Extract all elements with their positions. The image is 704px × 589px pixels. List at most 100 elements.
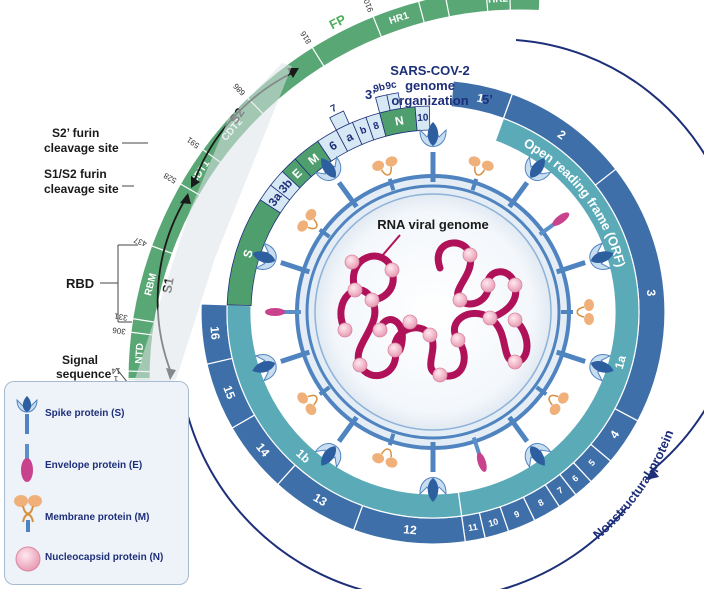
s1s2-cleavage-line1: S1/S2 furin	[44, 167, 107, 181]
nucleocapsid-protein	[482, 310, 498, 326]
rbd-label: RBD	[66, 276, 94, 291]
signal-sequence-line1: Signal	[62, 353, 98, 367]
spike-protein	[555, 349, 614, 382]
spike-proteins	[252, 122, 614, 502]
spike-tick-437	[145, 243, 173, 255]
rna-label-leader	[381, 234, 401, 257]
nucleocapsid-protein	[402, 314, 418, 330]
nucleocapsid-protein	[507, 354, 523, 370]
nsp-label-10: 10	[487, 516, 499, 528]
spike-protein	[507, 155, 552, 209]
nsp-label-1: 1	[476, 91, 486, 106]
spike-protein	[419, 442, 447, 502]
nucleocapsid-protein	[507, 277, 523, 293]
spike-tick-985	[417, 0, 425, 23]
s2-arrowhead-bottom	[191, 176, 200, 188]
legend-spike-label: Spike protein (S)	[45, 408, 125, 419]
structural-label-9c: 9c	[385, 79, 398, 92]
nucleocapsid-protein	[422, 327, 438, 343]
nonstructural-arc-arrow	[515, 39, 704, 473]
spike-protein	[555, 242, 614, 275]
s2-prime-cleavage-line2: cleavage site	[44, 141, 119, 155]
nsp-label-13: 13	[311, 490, 330, 509]
spike-protein	[252, 349, 311, 382]
legend-envelope-label: Envelope protein (E)	[45, 460, 143, 471]
nonstructural-lower-arc	[181, 389, 627, 589]
nsp-label-9: 9	[513, 509, 521, 520]
structural-label-3b: 3b	[276, 176, 296, 196]
nonstructural-arc-arrowhead	[646, 468, 659, 480]
orf-1a-label: 1a	[612, 354, 629, 371]
nsp-label-6: 6	[570, 473, 580, 484]
legend-membrane-label: Membrane protein (M)	[45, 512, 150, 523]
envelope-protein-icon	[21, 444, 33, 482]
nucleocapsid-protein	[462, 247, 478, 263]
spike-protein	[252, 242, 311, 275]
nucleocapsid-protein	[480, 277, 496, 293]
envelope-protein	[538, 212, 570, 237]
three-prime-label: 3’	[365, 87, 376, 102]
nucleocapsid-protein	[347, 282, 363, 298]
nucleocapsid-protein	[387, 342, 403, 358]
nsp-label-3: 3	[644, 289, 659, 297]
spike-position-437: 437	[132, 235, 148, 248]
rbd-bracket	[100, 244, 138, 323]
membrane-protein	[372, 433, 398, 468]
membrane-protein	[535, 385, 569, 416]
envelope-protein	[265, 308, 301, 316]
nucleocapsid-protein	[364, 292, 380, 308]
signal-sequence-line2: sequence	[56, 367, 112, 381]
nucleocapsid-icon	[15, 546, 41, 572]
nucleocapsid-protein	[450, 332, 466, 348]
nucleocapsid-protein	[452, 292, 468, 308]
membrane-protein	[561, 299, 594, 325]
spike-tick-910	[370, 10, 382, 38]
nucleocapsid-protein	[337, 322, 353, 338]
spike-position-331: 331	[113, 311, 128, 322]
title-line3: organization	[391, 93, 468, 108]
spike-connector-fan	[132, 63, 292, 388]
spike-tick-1035	[445, 0, 450, 17]
spike-domain-hr2: HR2	[488, 0, 509, 6]
membrane-protein-icon	[14, 495, 42, 532]
nucleocapsid-protein	[432, 367, 448, 383]
nsp-label-5: 5	[587, 457, 598, 468]
nsp-label-16: 16	[207, 326, 222, 341]
structural-label-8: 8	[372, 120, 381, 132]
spike-tick-1211	[509, 0, 511, 11]
five-prime-label: 5’	[482, 92, 493, 107]
nucleocapsid-proteins	[337, 247, 523, 383]
spike-position-910: 910	[362, 0, 376, 13]
spike-icon	[16, 396, 38, 434]
rna-genome-label: RNA viral genome	[377, 217, 489, 232]
membrane-protein	[372, 156, 398, 191]
s2-prime-cleavage-line1: S2’ furin	[52, 126, 99, 140]
membrane-protein	[297, 208, 331, 239]
membrane-protein	[297, 385, 331, 416]
structural-label-7: 7	[329, 103, 339, 116]
nsp-label-12: 12	[403, 522, 418, 537]
structural-label-10: 10	[417, 112, 429, 124]
spike-position-816: 816	[298, 29, 313, 46]
spike-position-591: 591	[185, 135, 202, 150]
s1-arrowhead-top	[180, 193, 191, 204]
spike-tick-1273	[538, 0, 541, 11]
spike-tick-306	[124, 330, 153, 336]
spike-protein	[314, 155, 359, 209]
nucleocapsid-protein	[507, 312, 523, 328]
spike-protein	[507, 415, 552, 469]
nsp-label-15: 15	[220, 383, 238, 401]
spike-protein	[419, 122, 447, 182]
spike-position-14: 14	[111, 366, 121, 375]
spike-position-306: 306	[111, 325, 126, 336]
structural-label-9b: 9b	[372, 82, 386, 95]
spike-tick-331	[126, 317, 155, 323]
title-line2: genome	[405, 78, 455, 93]
spike-tick-528	[175, 180, 200, 196]
structural-label-S: S	[240, 248, 256, 260]
title-line1: SARS-COV-2	[390, 63, 469, 78]
envelope-protein	[471, 436, 487, 472]
spike-position-528: 528	[162, 170, 179, 185]
